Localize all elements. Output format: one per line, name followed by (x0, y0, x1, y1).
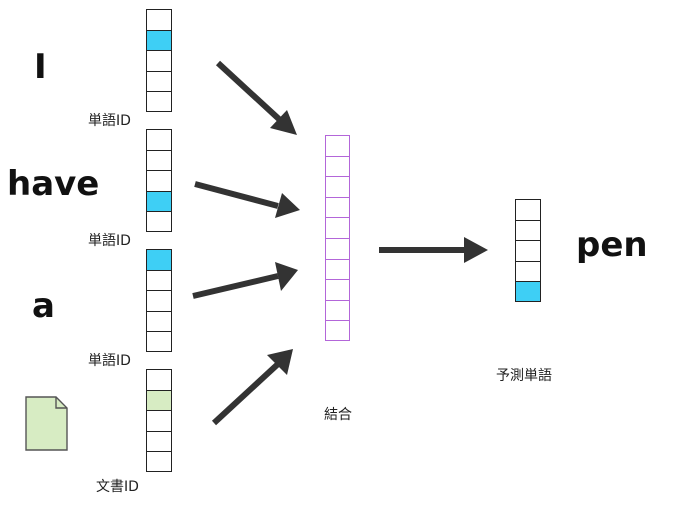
predicted-vector-cell (516, 199, 540, 220)
doc-vector-cell (147, 451, 171, 472)
predicted-vector-cell (516, 281, 540, 302)
predicted-vector-cell (516, 219, 540, 241)
doc-vector-cell (147, 410, 171, 431)
arrow-to-prediction (379, 237, 488, 263)
word-vector-i-cell (147, 70, 171, 92)
concat-vector-cell (326, 239, 349, 260)
predicted-vector-cell (516, 260, 540, 282)
concat-vector-cell (326, 198, 349, 219)
concat-vector-cell (326, 301, 349, 322)
word-vector-i-cell (147, 91, 171, 112)
doc-id-label: 文書ID (96, 479, 139, 495)
word-vector-have-cell (147, 190, 171, 212)
doc-vector (146, 369, 172, 472)
predicted-vector (515, 199, 541, 302)
concat-vector-cell (326, 157, 349, 178)
word-vector-a-cell (147, 269, 171, 291)
word-vector-i-cell (147, 50, 171, 71)
word-pen: pen (576, 225, 648, 265)
arrow-from-have (194, 181, 300, 218)
document-icon (25, 396, 68, 451)
word-i: I (34, 47, 47, 87)
word-vector-a (146, 249, 172, 352)
word-id-label-2: 単語ID (88, 233, 131, 249)
word-vector-a-cell (147, 249, 171, 270)
word-vector-a-cell (147, 331, 171, 352)
word-vector-have-cell (147, 211, 171, 232)
arrow-from-doc (211, 349, 293, 426)
word-vector-i-cell (147, 9, 171, 30)
word-vector-a-cell (147, 310, 171, 332)
predicted-vector-cell (516, 240, 540, 261)
doc-vector-cell (147, 430, 171, 452)
word-vector-i-cell (147, 29, 171, 51)
word-vector-have-cell (147, 170, 171, 191)
concat-vector-cell (326, 260, 349, 281)
concat-vector-cell (326, 280, 349, 301)
word-vector-a-cell (147, 290, 171, 311)
word-vector-i (146, 9, 172, 112)
word-id-label-3: 単語ID (88, 353, 131, 369)
predicted-word-label: 予測単語 (496, 368, 552, 384)
concat-vector (325, 135, 350, 341)
word-vector-have-cell (147, 149, 171, 171)
word-vector-have-cell (147, 129, 171, 150)
concat-vector-cell (326, 177, 349, 198)
concat-label: 結合 (324, 407, 352, 423)
word-vector-have (146, 129, 172, 232)
concat-vector-cell (326, 136, 349, 157)
arrow-from-i (215, 60, 297, 135)
concat-vector-cell (326, 218, 349, 239)
doc-vector-cell (147, 369, 171, 390)
doc-vector-cell (147, 389, 171, 411)
word-a: a (32, 286, 55, 326)
word-id-label-1: 単語ID (88, 113, 131, 129)
word-have: have (7, 164, 100, 204)
arrow-from-a (192, 262, 298, 299)
